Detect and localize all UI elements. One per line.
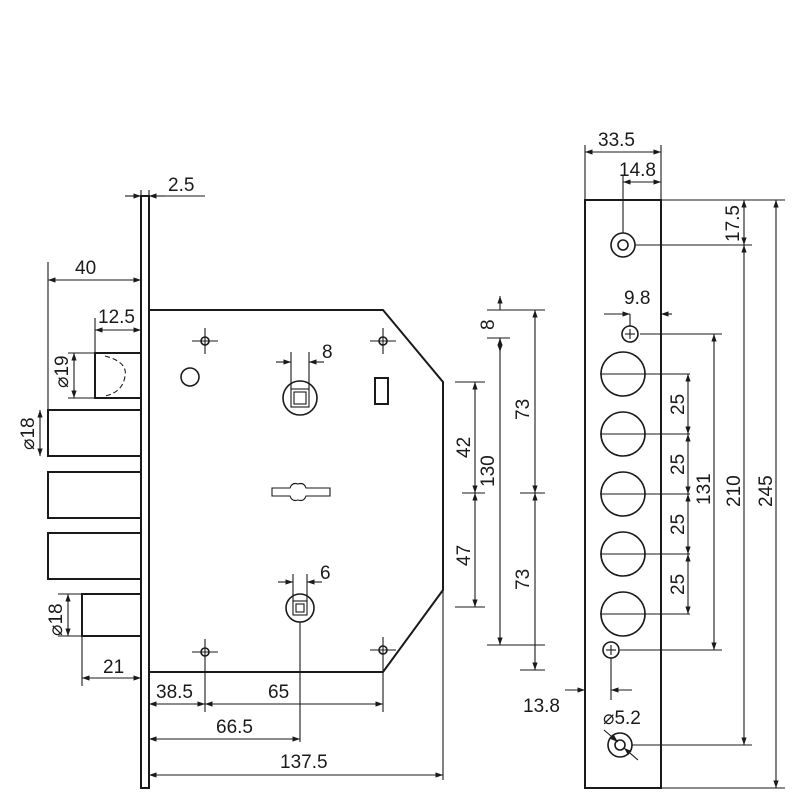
dim-bolt-throw: 40 (47, 258, 141, 410)
dim-bottom-throw: 21 (81, 636, 141, 686)
front-top-screw (610, 232, 636, 258)
dim-text: 2.5 (168, 175, 194, 196)
dim-text: 33.5 (598, 130, 635, 151)
dim-text: 65 (268, 682, 289, 703)
dim-text: ⌀19 (52, 355, 73, 388)
dim-text: 40 (75, 258, 96, 279)
dim-text: 73 (513, 569, 534, 590)
dim-front-top: 17.5 (723, 200, 747, 245)
dim-text: 73 (513, 399, 534, 420)
dim-backset: 38.5 65 66.5 137.5 (149, 590, 444, 780)
bolt-4 (81, 593, 142, 637)
dim-text: ⌀18 (46, 603, 67, 636)
dim-case-height: 42 47 8 130 73 73 (454, 296, 545, 671)
dim-text: 13.8 (523, 696, 560, 717)
dim-text: 25 (668, 454, 689, 475)
dim-text: 42 (454, 437, 475, 458)
dim-text: 25 (668, 574, 689, 595)
dim-latch-throw: 12.5 (94, 307, 141, 353)
dim-front-pitch: 25 25 25 25 (668, 374, 691, 614)
dim-front-screw-offset: 9.8 (604, 288, 672, 330)
dim-front-width: 33.5 14.8 (584, 130, 662, 233)
dim-text: 8 (478, 319, 499, 330)
dim-text: 130 (478, 455, 499, 487)
dim-spindle-top: 8 (276, 342, 333, 389)
bolt-1 (47, 409, 142, 457)
latch-curve (104, 355, 126, 397)
dim-front-bottom-offset: 13.8 (523, 658, 632, 717)
case-screw-holes (180, 328, 396, 665)
dim-bolt-dia-bottom: ⌀18 (46, 593, 82, 637)
dim-text: 8 (322, 342, 333, 363)
front-view: 33.5 14.8 9.8 25 25 25 25 131 (523, 130, 785, 789)
dim-text: 131 (694, 473, 715, 505)
dim-text: 12.5 (98, 307, 135, 328)
dim-text: 21 (103, 657, 124, 678)
dim-front-131: 131 (620, 333, 722, 651)
dim-front-screw-dia: ⌀5.2 (603, 708, 641, 761)
bolt-3 (47, 532, 142, 580)
case-slot (374, 377, 389, 405)
dim-text: 245 (756, 475, 777, 507)
dim-text: 66.5 (216, 717, 253, 738)
latch (94, 352, 142, 399)
dim-text: ⌀5.2 (603, 708, 641, 729)
dim-text: 25 (668, 514, 689, 535)
dim-text: 9.8 (624, 288, 650, 309)
dim-text: 6 (320, 563, 331, 584)
dim-text: 14.8 (619, 160, 656, 181)
dim-bolt-dia-top: ⌀18 (18, 410, 43, 456)
dim-text: 17.5 (723, 205, 744, 242)
dim-text: 25 (668, 394, 689, 415)
spindle-top (282, 380, 318, 416)
dim-spindle-bottom: 6 (278, 563, 331, 601)
dim-text: 137.5 (280, 752, 328, 773)
front-bolt-holes (600, 351, 690, 637)
keyhole (271, 482, 331, 502)
faceplate (140, 195, 150, 789)
side-view: 2.5 40 12.5 ⌀19 ⌀18 (18, 175, 545, 789)
spindle-bottom (285, 593, 315, 623)
dim-latch-dia: ⌀19 (52, 352, 95, 399)
dim-front-210: 210 (632, 244, 752, 746)
dim-front-245: 245 (661, 199, 785, 789)
dim-text: ⌀18 (18, 417, 39, 450)
dim-text: 47 (454, 545, 475, 566)
bolt-2 (47, 471, 142, 519)
dim-text: 38.5 (156, 682, 193, 703)
dim-thickness: 2.5 (125, 175, 205, 204)
dim-text: 210 (724, 475, 745, 507)
